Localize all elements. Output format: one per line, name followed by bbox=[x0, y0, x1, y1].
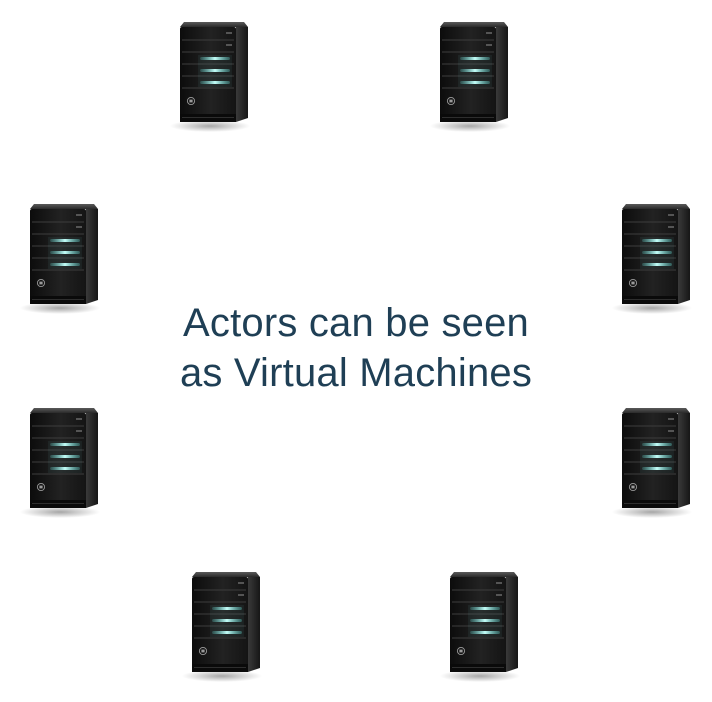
server-icon bbox=[170, 18, 254, 134]
server-tower-icon bbox=[430, 21, 511, 133]
server-tower-icon bbox=[440, 571, 521, 683]
server-tower-icon bbox=[612, 203, 693, 315]
server-icon bbox=[430, 18, 514, 134]
server-icon bbox=[440, 568, 524, 684]
server-icon bbox=[20, 200, 104, 316]
caption-line-1: Actors can be seen bbox=[182, 301, 530, 345]
server-icon bbox=[182, 568, 266, 684]
server-tower-icon bbox=[612, 407, 693, 519]
server-tower-icon bbox=[20, 407, 101, 519]
caption-line-2: as Virtual Machines bbox=[179, 351, 533, 395]
caption: Actors can be seen as Virtual Machines bbox=[100, 298, 612, 398]
server-icon bbox=[612, 200, 696, 316]
server-tower-icon bbox=[170, 21, 251, 133]
server-tower-icon bbox=[20, 203, 101, 315]
server-icon bbox=[612, 404, 696, 520]
server-icon bbox=[20, 404, 104, 520]
server-tower-icon bbox=[182, 571, 263, 683]
